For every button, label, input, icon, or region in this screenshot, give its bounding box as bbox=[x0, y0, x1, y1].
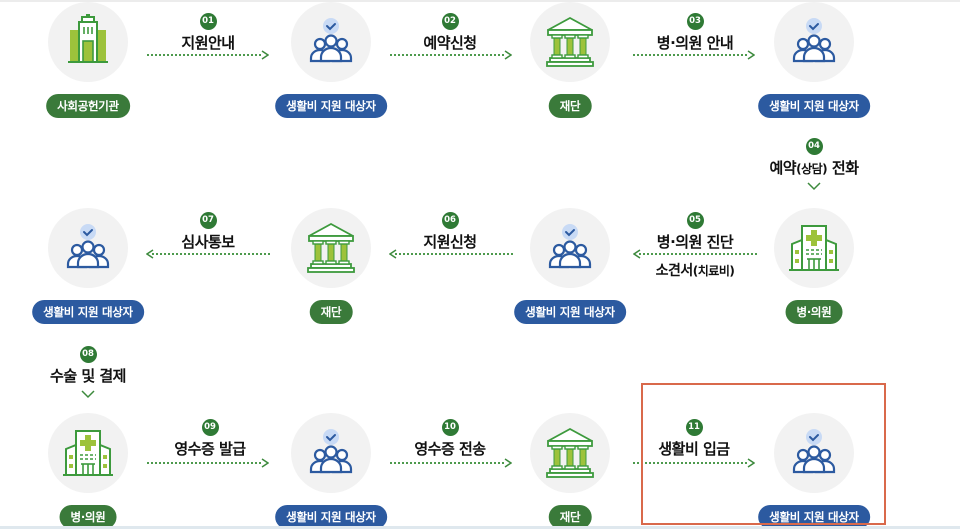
node-label: 생활비 지원 대상자 bbox=[758, 505, 870, 529]
step-07: 07 심사통보 bbox=[168, 207, 248, 252]
step-number-badge: 08 bbox=[79, 346, 97, 363]
step-label: 수술 및 결제 bbox=[50, 367, 126, 385]
step-03: 03 병·의원 안내 bbox=[640, 8, 750, 53]
arrow-right bbox=[390, 458, 512, 468]
step-06: 06 지원신청 bbox=[410, 207, 490, 252]
step-11: 11 생활비 입금 bbox=[644, 414, 744, 459]
step-10: 10 영수증 전송 bbox=[400, 414, 500, 459]
chevron-right-icon bbox=[747, 458, 755, 468]
foundation-building-icon bbox=[530, 413, 610, 493]
hospital-icon bbox=[48, 413, 128, 493]
arrow-left bbox=[633, 249, 757, 259]
step-number-badge: 05 bbox=[686, 212, 704, 229]
step-number-badge: 03 bbox=[686, 13, 704, 30]
node-label: 병·의원 bbox=[785, 300, 843, 324]
node-label: 생활비 지원 대상자 bbox=[758, 94, 870, 118]
node-circle bbox=[530, 2, 610, 82]
node-circle bbox=[48, 2, 128, 82]
step-number-badge: 10 bbox=[441, 419, 459, 436]
node-circle bbox=[774, 413, 854, 493]
office-building-icon bbox=[48, 2, 128, 82]
people-check-icon bbox=[530, 208, 610, 288]
chevron-down-icon bbox=[807, 182, 821, 191]
step-02: 02 예약신청 bbox=[410, 8, 490, 53]
node-circle bbox=[48, 208, 128, 288]
people-check-icon bbox=[291, 413, 371, 493]
step-label: 심사통보 bbox=[181, 233, 235, 251]
node-label: 재단 bbox=[309, 300, 353, 324]
node-label: 생활비 지원 대상자 bbox=[514, 300, 626, 324]
node-label: 생활비 지원 대상자 bbox=[275, 94, 387, 118]
node-circle bbox=[48, 413, 128, 493]
arrow-right bbox=[147, 458, 269, 468]
node-label: 재단 bbox=[548, 94, 592, 118]
step-number-badge: 09 bbox=[201, 419, 219, 436]
step-number-badge: 07 bbox=[199, 212, 217, 229]
arrow-right bbox=[633, 458, 755, 468]
step-number-badge: 01 bbox=[199, 13, 217, 30]
chevron-right-icon bbox=[504, 458, 512, 468]
chevron-right-icon bbox=[504, 50, 512, 60]
highlight-box bbox=[641, 383, 886, 525]
step-label: 지원안내 bbox=[181, 34, 235, 52]
node-label: 병·의원 bbox=[59, 505, 117, 529]
foundation-building-icon bbox=[530, 2, 610, 82]
people-check-icon bbox=[291, 2, 371, 82]
step-label: 예약(상담) 전화 bbox=[769, 159, 860, 177]
top-divider bbox=[0, 0, 960, 2]
node-label: 재단 bbox=[548, 505, 592, 529]
step-number-badge: 11 bbox=[685, 419, 703, 436]
foundation-building-icon bbox=[291, 208, 371, 288]
step-04: 04 예약(상담) 전화 bbox=[744, 133, 884, 191]
node-circle bbox=[774, 2, 854, 82]
chevron-right-icon bbox=[261, 458, 269, 468]
arrow-right bbox=[633, 50, 755, 60]
step-01: 01 지원안내 bbox=[168, 8, 248, 53]
arrow-right bbox=[147, 50, 269, 60]
step-number-badge: 06 bbox=[441, 212, 459, 229]
step-label: 영수증 발급 bbox=[174, 440, 246, 458]
step-number-badge: 04 bbox=[805, 138, 823, 155]
node-circle bbox=[291, 413, 371, 493]
node-circle bbox=[774, 208, 854, 288]
node-circle bbox=[291, 208, 371, 288]
chevron-left-icon bbox=[146, 249, 154, 259]
step-label: 병·의원 안내 bbox=[656, 34, 734, 52]
step-08: 08 수술 및 결제 bbox=[28, 341, 148, 399]
node-label: 생활비 지원 대상자 bbox=[32, 300, 144, 324]
step-label: 병·의원 진단 bbox=[656, 233, 734, 251]
step-label: 영수증 전송 bbox=[414, 440, 486, 458]
step-09: 09 영수증 발급 bbox=[160, 414, 260, 459]
arrow-right bbox=[390, 50, 512, 60]
node-label: 사회공헌기관 bbox=[46, 94, 130, 118]
step-label: 지원신청 bbox=[423, 233, 477, 251]
node-circle bbox=[530, 413, 610, 493]
node-circle bbox=[530, 208, 610, 288]
chevron-right-icon bbox=[261, 50, 269, 60]
step-label: 예약신청 bbox=[423, 34, 477, 52]
step-sub-label: 소견서(치료비) bbox=[655, 263, 735, 279]
bottom-divider bbox=[0, 526, 960, 529]
step-label: 생활비 입금 bbox=[658, 440, 730, 458]
step-05: 05 병·의원 진단 소견서(치료비) bbox=[640, 207, 750, 280]
arrow-left bbox=[146, 249, 270, 259]
people-check-icon bbox=[774, 2, 854, 82]
people-check-icon bbox=[48, 208, 128, 288]
chevron-down-icon bbox=[81, 390, 95, 399]
chevron-left-icon bbox=[633, 249, 641, 259]
node-circle bbox=[291, 2, 371, 82]
hospital-icon bbox=[774, 208, 854, 288]
chevron-right-icon bbox=[747, 50, 755, 60]
step-number-badge: 02 bbox=[441, 13, 459, 30]
chevron-left-icon bbox=[389, 249, 397, 259]
node-label: 생활비 지원 대상자 bbox=[275, 505, 387, 529]
arrow-left bbox=[389, 249, 513, 259]
